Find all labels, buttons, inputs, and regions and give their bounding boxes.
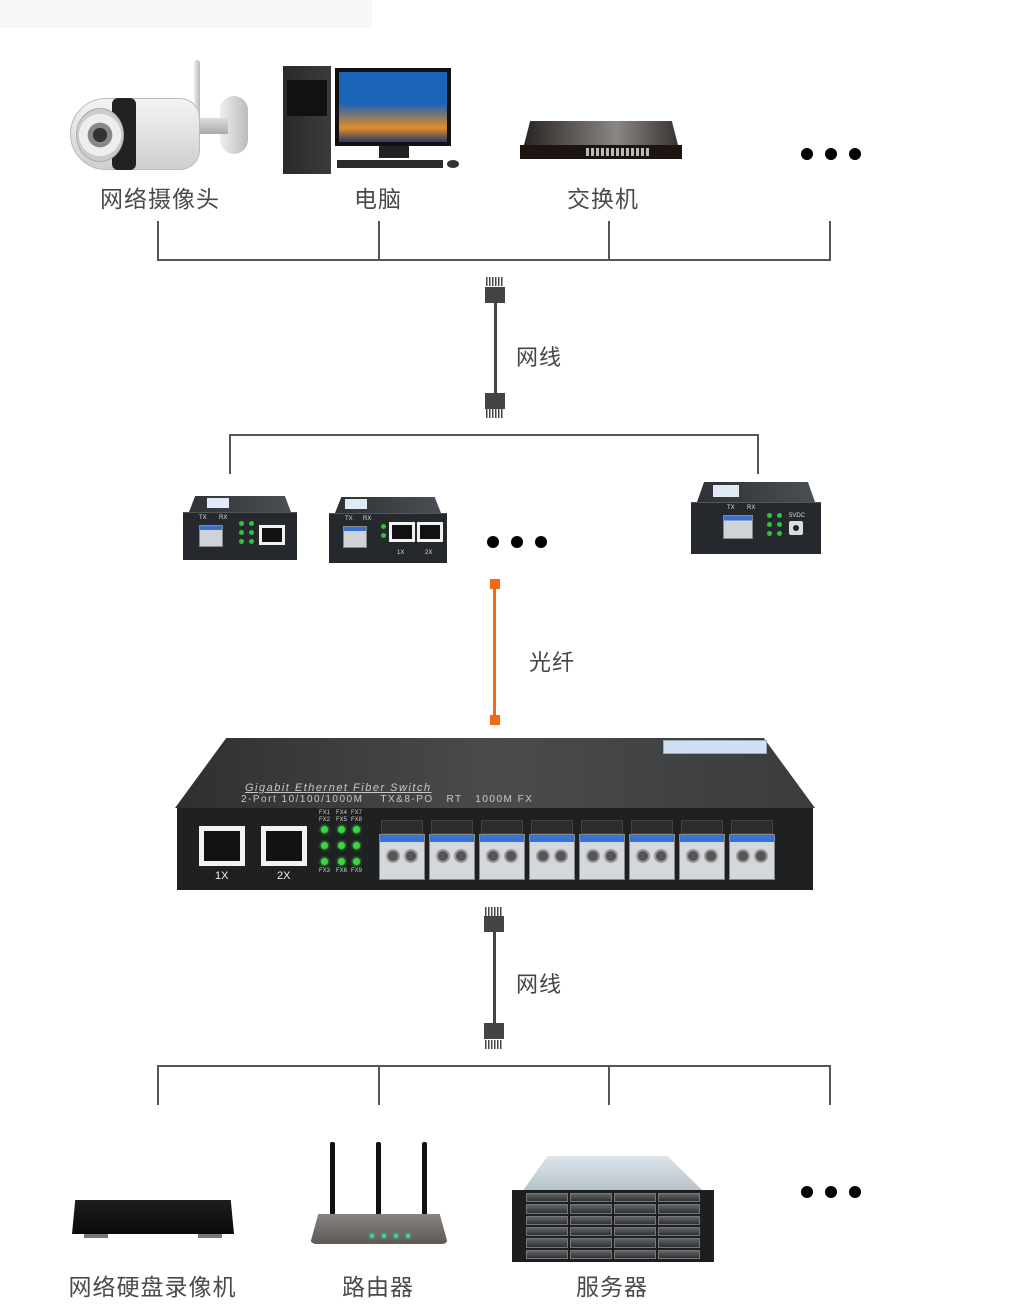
connector-line — [229, 434, 231, 474]
router-icon — [308, 1142, 450, 1246]
fiber-cable-label: 光纤 — [529, 651, 576, 676]
ip-camera-icon — [70, 60, 250, 175]
label-router: 路由器 — [342, 1275, 414, 1301]
drive-bay — [658, 1215, 700, 1225]
rj45-port-2x — [261, 826, 307, 866]
media-converter-1fx-2rj45-icon: TX RX 1X 2X — [329, 497, 447, 563]
fiber-connector-icon — [490, 715, 500, 725]
drive-bay — [526, 1226, 568, 1237]
switch-subtitle: 2-Port 10/100/1000M TX&8-PO RT 1000M FX — [241, 794, 534, 805]
sfp-port — [629, 820, 675, 882]
label-nvr: 网络硬盘录像机 — [68, 1275, 237, 1301]
drive-bay — [570, 1238, 612, 1248]
product-sticker — [663, 740, 767, 754]
nvr-icon — [72, 1200, 234, 1238]
bus-line — [157, 1065, 831, 1067]
label-computer: 电脑 — [354, 187, 402, 213]
drive-bay — [570, 1215, 612, 1225]
drive-bay — [570, 1249, 612, 1259]
bus-line — [229, 434, 759, 436]
connector-line — [608, 1065, 610, 1105]
connector-line — [378, 1065, 380, 1105]
rj45-port-1x — [199, 826, 245, 866]
gigabit-fiber-switch-icon: Gigabit Ethernet Fiber Switch 2-Port 10/… — [175, 738, 815, 890]
sfp-port — [729, 820, 775, 882]
label-ip-camera: 网络摄像头 — [100, 187, 220, 213]
ellipsis-icon — [801, 1186, 861, 1198]
rj45-plug-icon — [485, 393, 505, 409]
rj45-pins — [486, 277, 504, 286]
rj45-plug-icon — [485, 287, 505, 303]
drive-bay — [614, 1193, 656, 1203]
ellipsis-icon — [487, 536, 547, 548]
server-icon — [512, 1156, 714, 1262]
connector-line — [608, 221, 610, 261]
label-server: 服务器 — [576, 1275, 648, 1301]
drive-bay — [570, 1193, 612, 1203]
sfp-port — [579, 820, 625, 882]
bus-line — [157, 259, 831, 261]
rj45-pins — [486, 409, 504, 418]
drive-bay — [614, 1226, 656, 1237]
connector-line — [829, 1065, 831, 1105]
media-converter-1fx-1rj45-5vdc-icon: TX RX 5VDC — [691, 482, 821, 554]
label-switch: 交换机 — [567, 187, 639, 213]
sfp-port — [429, 820, 475, 882]
connector-line — [378, 221, 380, 261]
ellipsis-icon — [801, 148, 861, 160]
drive-bay — [658, 1204, 700, 1214]
drive-bay — [614, 1249, 656, 1259]
connector-line — [757, 434, 759, 474]
sfp-port — [529, 820, 575, 882]
drive-bay — [526, 1238, 568, 1248]
rj45-pins — [485, 1040, 503, 1049]
rj45-pins — [485, 907, 503, 916]
drive-bay — [526, 1193, 568, 1203]
rj45-plug-icon — [484, 916, 504, 932]
connector-line — [157, 221, 159, 261]
drive-bay — [614, 1238, 656, 1248]
ethernet-cable-label: 网线 — [516, 346, 563, 371]
switch-title: Gigabit Ethernet Fiber Switch — [245, 782, 432, 794]
sfp-port — [679, 820, 725, 882]
connector-line — [829, 221, 831, 261]
drive-bay — [658, 1193, 700, 1203]
sfp-port — [379, 820, 425, 882]
drive-bay — [614, 1204, 656, 1214]
drive-bay — [526, 1249, 568, 1259]
ethernet-cable — [493, 932, 496, 1024]
desktop-computer-icon — [283, 60, 463, 175]
connector-line — [157, 1065, 159, 1105]
ethernet-cable — [494, 302, 497, 394]
top-band — [0, 0, 372, 28]
rj45-plug-icon — [484, 1023, 504, 1039]
drive-bay — [614, 1215, 656, 1225]
drive-bay — [526, 1215, 568, 1225]
drive-bay — [526, 1204, 568, 1214]
drive-bay — [658, 1238, 700, 1248]
network-switch-icon — [520, 121, 682, 161]
media-converter-1fx-1rj45-icon: TX RX — [183, 496, 297, 560]
drive-bay — [658, 1226, 700, 1237]
sfp-port — [479, 820, 525, 882]
fiber-cable — [493, 585, 496, 719]
ethernet-cable-label: 网线 — [516, 973, 563, 998]
fiber-connector-icon — [490, 579, 500, 589]
drive-bay — [570, 1226, 612, 1237]
drive-bay — [658, 1249, 700, 1259]
drive-bay — [570, 1204, 612, 1214]
